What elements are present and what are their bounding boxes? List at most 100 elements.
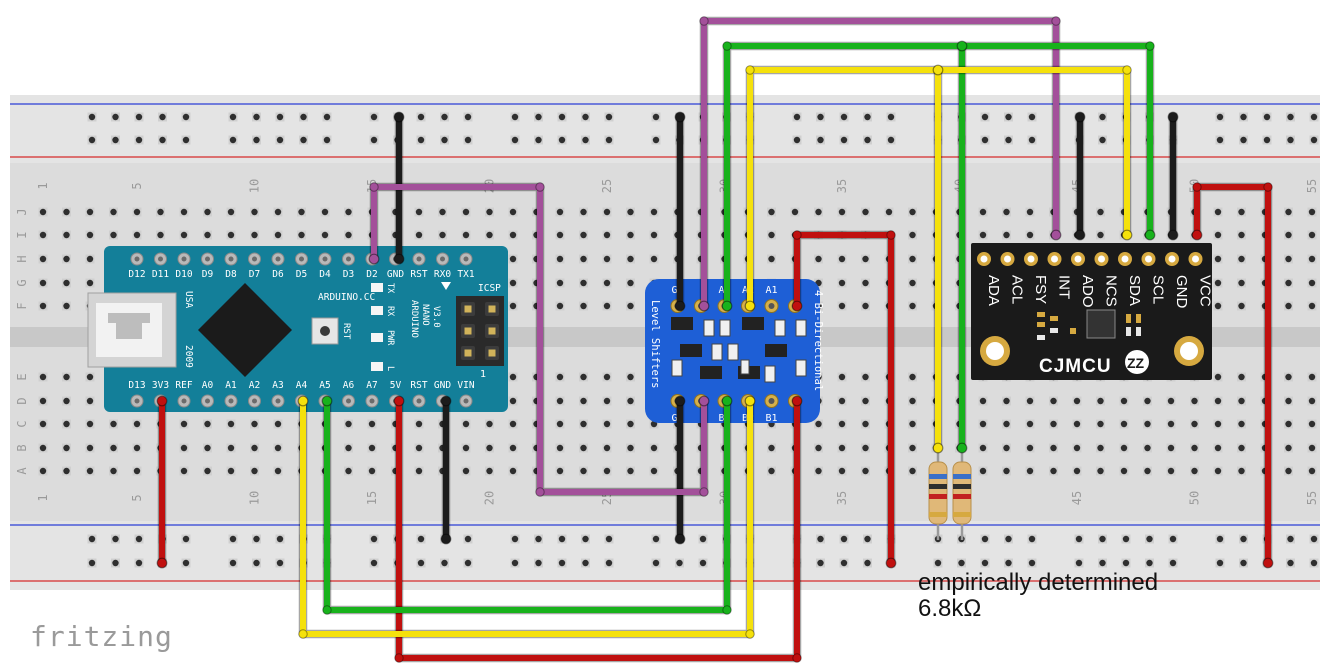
terminal-hole-center	[345, 420, 352, 428]
terminal-hole-center	[1097, 231, 1104, 239]
terminal-hole-center	[204, 231, 211, 239]
terminal-hole-center	[862, 373, 869, 381]
terminal-hole-center	[462, 420, 470, 428]
terminal-hole-center	[251, 467, 258, 475]
led-label-pwr: PWR	[385, 330, 395, 346]
wire-a4-shifter[interactable]	[300, 398, 753, 637]
terminal-hole-center	[227, 420, 235, 428]
mount-hole-left-inner	[986, 342, 1004, 360]
arduino-board	[104, 246, 508, 412]
terminal-hole-center	[439, 231, 446, 239]
arduino-pin-hole	[416, 256, 422, 262]
terminal-hole-center	[862, 467, 869, 475]
rail-hole-center	[1287, 535, 1294, 543]
terminal-hole-center	[815, 255, 822, 263]
terminal-hole-center	[838, 208, 846, 216]
rail-hole-center	[605, 559, 613, 567]
arduino-pin-hole	[275, 256, 281, 262]
icsp-pin1-label: 1	[480, 369, 486, 380]
wire-vcc-rail[interactable]	[1194, 184, 1271, 566]
shifter-pin-hole	[768, 398, 775, 404]
arduino-pin-label: GND	[387, 269, 404, 280]
terminal-hole-center	[1308, 444, 1316, 452]
terminal-hole-center	[979, 444, 987, 452]
terminal-hole-center	[580, 255, 587, 263]
rail-hole-center	[182, 535, 190, 543]
terminal-hole-center	[1003, 444, 1010, 452]
terminal-hole-center	[509, 420, 517, 428]
rail-hole-center	[864, 559, 871, 567]
terminal-hole-center	[556, 302, 564, 310]
wire-5v-shifter[interactable]	[396, 398, 800, 661]
arrow-icon	[441, 282, 451, 290]
sensor-pin-label: ACL	[1009, 275, 1026, 304]
terminal-hole-center	[415, 231, 423, 239]
sensor-pin-label: FSY	[1032, 275, 1049, 304]
wire-a5-shifter-bend	[722, 605, 732, 615]
wire-shifter-hv-rail-end	[791, 300, 803, 312]
terminal-hole-center	[580, 373, 587, 381]
terminal-hole-center	[909, 444, 916, 452]
terminal-hole-center	[627, 279, 634, 287]
terminal-hole-center	[627, 231, 634, 239]
rail-hole-center	[1310, 113, 1318, 121]
rail-hole-center	[417, 113, 425, 121]
model-line-3: V3.0	[431, 306, 441, 328]
terminal-hole-center	[486, 444, 493, 452]
terminal-hole-center	[486, 208, 493, 216]
terminal-hole-center	[1144, 444, 1151, 452]
rail-hole-center	[1216, 535, 1224, 543]
rail-hole-center	[981, 136, 989, 144]
terminal-hole-center	[204, 444, 211, 452]
terminal-hole-center	[345, 444, 352, 452]
arduino-pin-label: A6	[343, 380, 355, 391]
sensor-logo-glyph: ZZ	[1127, 355, 1145, 371]
rail-hole-center	[817, 136, 824, 144]
fritzing-logo: fritzing	[30, 620, 173, 653]
terminal-hole-center	[1214, 208, 1222, 216]
terminal-hole-center	[39, 444, 47, 452]
wire-shifter-hv-rail-bend	[886, 230, 896, 240]
terminal-hole-center	[909, 467, 916, 475]
terminal-hole-center	[1167, 467, 1175, 475]
terminal-hole-center	[110, 231, 117, 239]
row-letter: C	[15, 420, 29, 427]
led-pwr	[371, 333, 383, 342]
microcontroller-chip	[198, 283, 292, 377]
terminal-hole-center	[1073, 397, 1081, 405]
terminal-hole-center	[1214, 444, 1222, 452]
rail-hole-center	[582, 559, 589, 567]
terminal-hole-center	[556, 397, 564, 405]
rail-hole-center	[370, 136, 378, 144]
rail-hole-center	[1099, 113, 1106, 121]
rail-hole-center	[135, 136, 143, 144]
arduino-pin-label: GND	[434, 380, 451, 391]
rail-hole-center	[1075, 535, 1083, 543]
icsp-pin	[464, 349, 472, 357]
wire-scl-shifter[interactable]	[724, 43, 1153, 309]
wire-a5-shifter-end	[321, 395, 333, 407]
terminal-hole-center	[580, 467, 587, 475]
rail-hole-center	[112, 113, 119, 121]
rail-hole-center	[464, 113, 472, 121]
wire-int-shifter[interactable]	[701, 18, 1059, 309]
rail-hole-center	[1099, 559, 1106, 567]
column-number: 15	[365, 491, 379, 505]
sensor-pin-hole	[1074, 255, 1082, 263]
rail-hole-center	[253, 136, 260, 144]
rail-hole-center	[441, 136, 448, 144]
terminal-hole-center	[838, 420, 846, 428]
terminal-hole-center	[1050, 467, 1057, 475]
wire-shifter-hv-rail[interactable]	[794, 232, 894, 566]
wire-gnd-shifter-bottom-end	[674, 395, 686, 407]
wire-d2-shifter[interactable]	[371, 184, 707, 495]
terminal-hole-center	[133, 208, 141, 216]
rail-hole-center	[159, 136, 166, 144]
reset-button-cap	[320, 326, 330, 336]
terminal-hole-center	[838, 444, 846, 452]
terminal-hole-center	[909, 231, 916, 239]
rail-hole-center	[864, 535, 871, 543]
wire-a5-shifter[interactable]	[324, 398, 730, 613]
wire-5v-shifter-end	[791, 395, 803, 407]
terminal-hole-center	[603, 279, 611, 287]
